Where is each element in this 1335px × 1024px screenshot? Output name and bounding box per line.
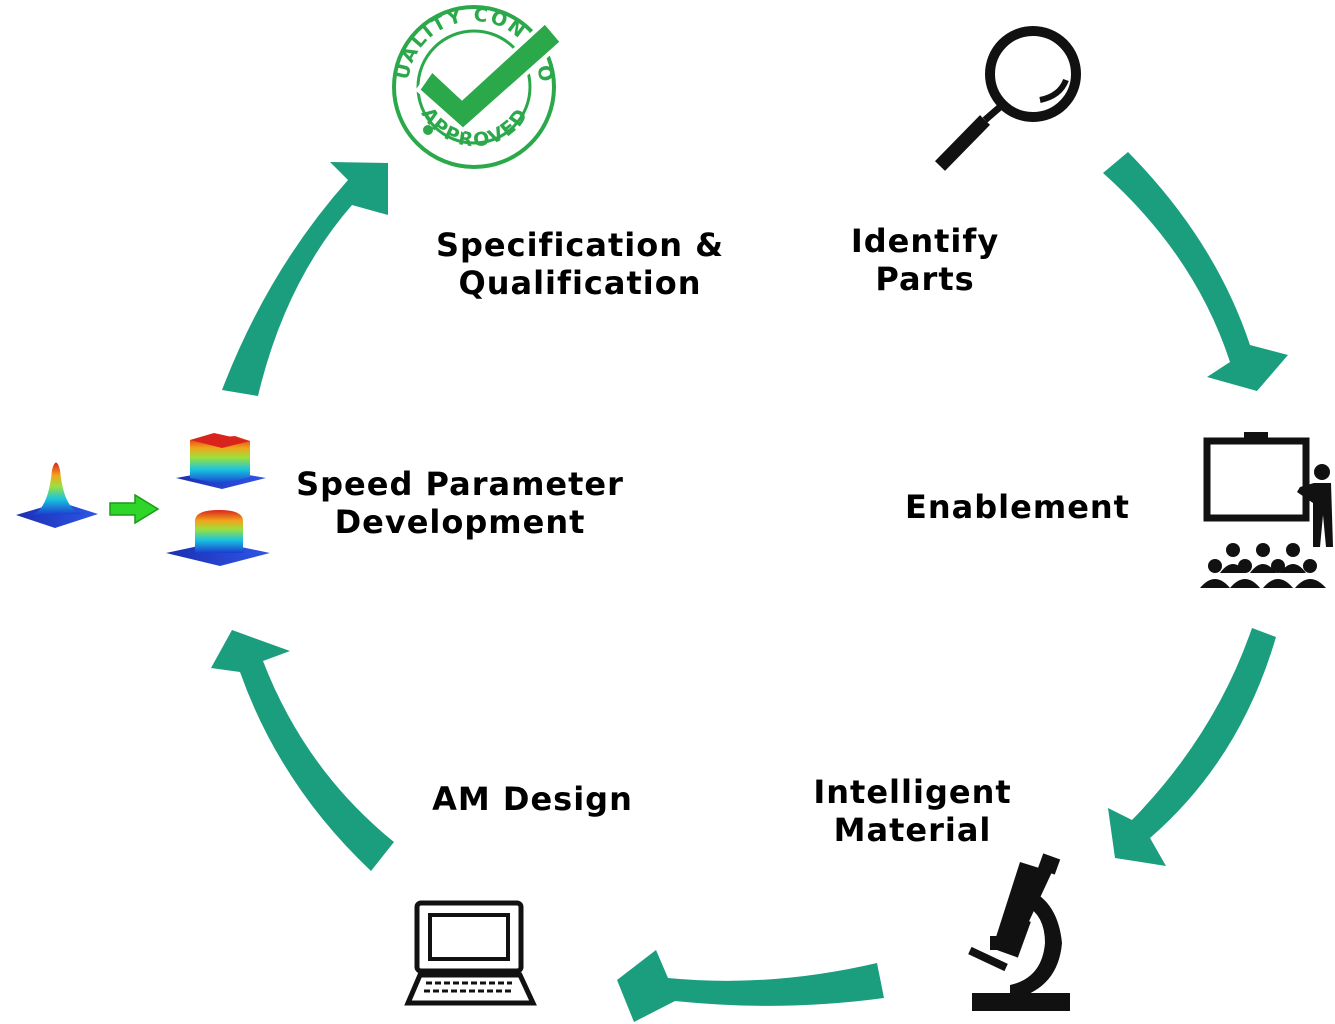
cycle-arrows (211, 152, 1288, 1022)
flat-top-block-icon (176, 433, 266, 489)
laptop-icon (404, 900, 537, 1006)
svg-text:QUALITY CONTROL: QUALITY CONTROL (0, 0, 557, 85)
step-label-spec: Specification &Qualification (435, 226, 725, 302)
arrow-design-to-speed (211, 630, 394, 871)
step-label-design: AM Design (432, 780, 633, 818)
stamp-top-text: QUALITY CONTROL (0, 0, 555, 85)
arrow-identify-to-enablement (1103, 152, 1288, 391)
presentation-audience-icon (1200, 432, 1333, 588)
microscope-icon (968, 853, 1070, 1011)
transformation-arrow-icon (109, 493, 160, 525)
magnifier-icon (934, 26, 1081, 171)
heatmap-transformation-icon (16, 433, 270, 566)
step-label-enablement: Enablement (905, 488, 1130, 526)
quality-control-stamp-icon: QUALITY CONTROL APPROVED (0, 0, 565, 169)
arrow-enablement-to-material (1108, 628, 1276, 866)
gaussian-peak-icon (16, 462, 98, 528)
rounded-top-block-icon (166, 510, 270, 566)
arrow-material-to-design (617, 950, 884, 1022)
audience-group (1200, 543, 1326, 588)
arrow-speed-to-spec (222, 162, 388, 396)
